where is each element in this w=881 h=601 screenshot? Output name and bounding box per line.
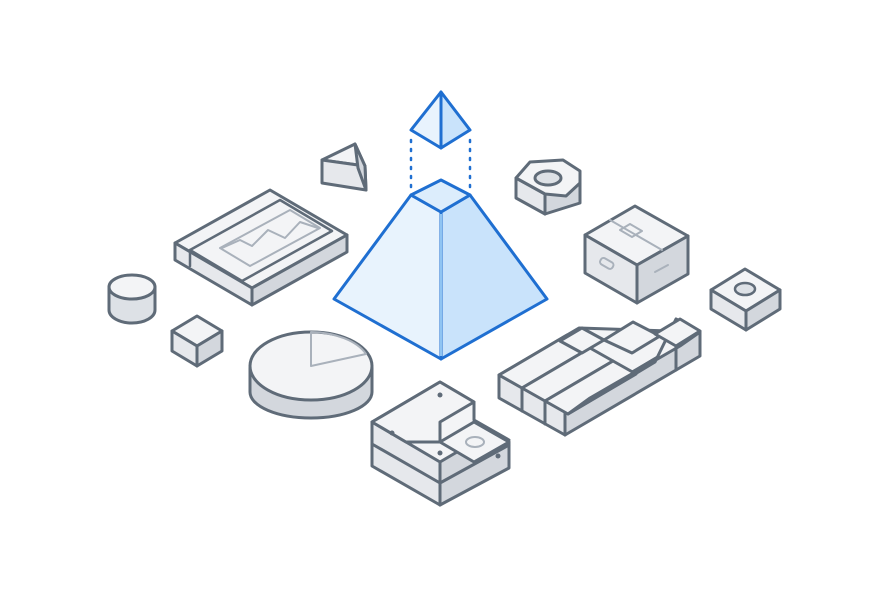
- cardboard-box-icon: [583, 204, 690, 305]
- small-cube-icon: [170, 314, 224, 368]
- pyramid-capstone-icon: [409, 90, 472, 192]
- l-shaped-block-icon: [370, 380, 511, 507]
- triangular-prism-icon: [320, 142, 368, 192]
- cylinder-icon: [107, 273, 157, 325]
- stacked-bricks-icon: [497, 317, 702, 437]
- framed-picture-block-icon: [173, 188, 349, 307]
- small-cube-with-hole-icon: [709, 267, 782, 332]
- pyramid-icon: [332, 178, 549, 361]
- hex-nut-icon: [514, 158, 582, 216]
- pie-chart-disc-icon: [248, 330, 374, 420]
